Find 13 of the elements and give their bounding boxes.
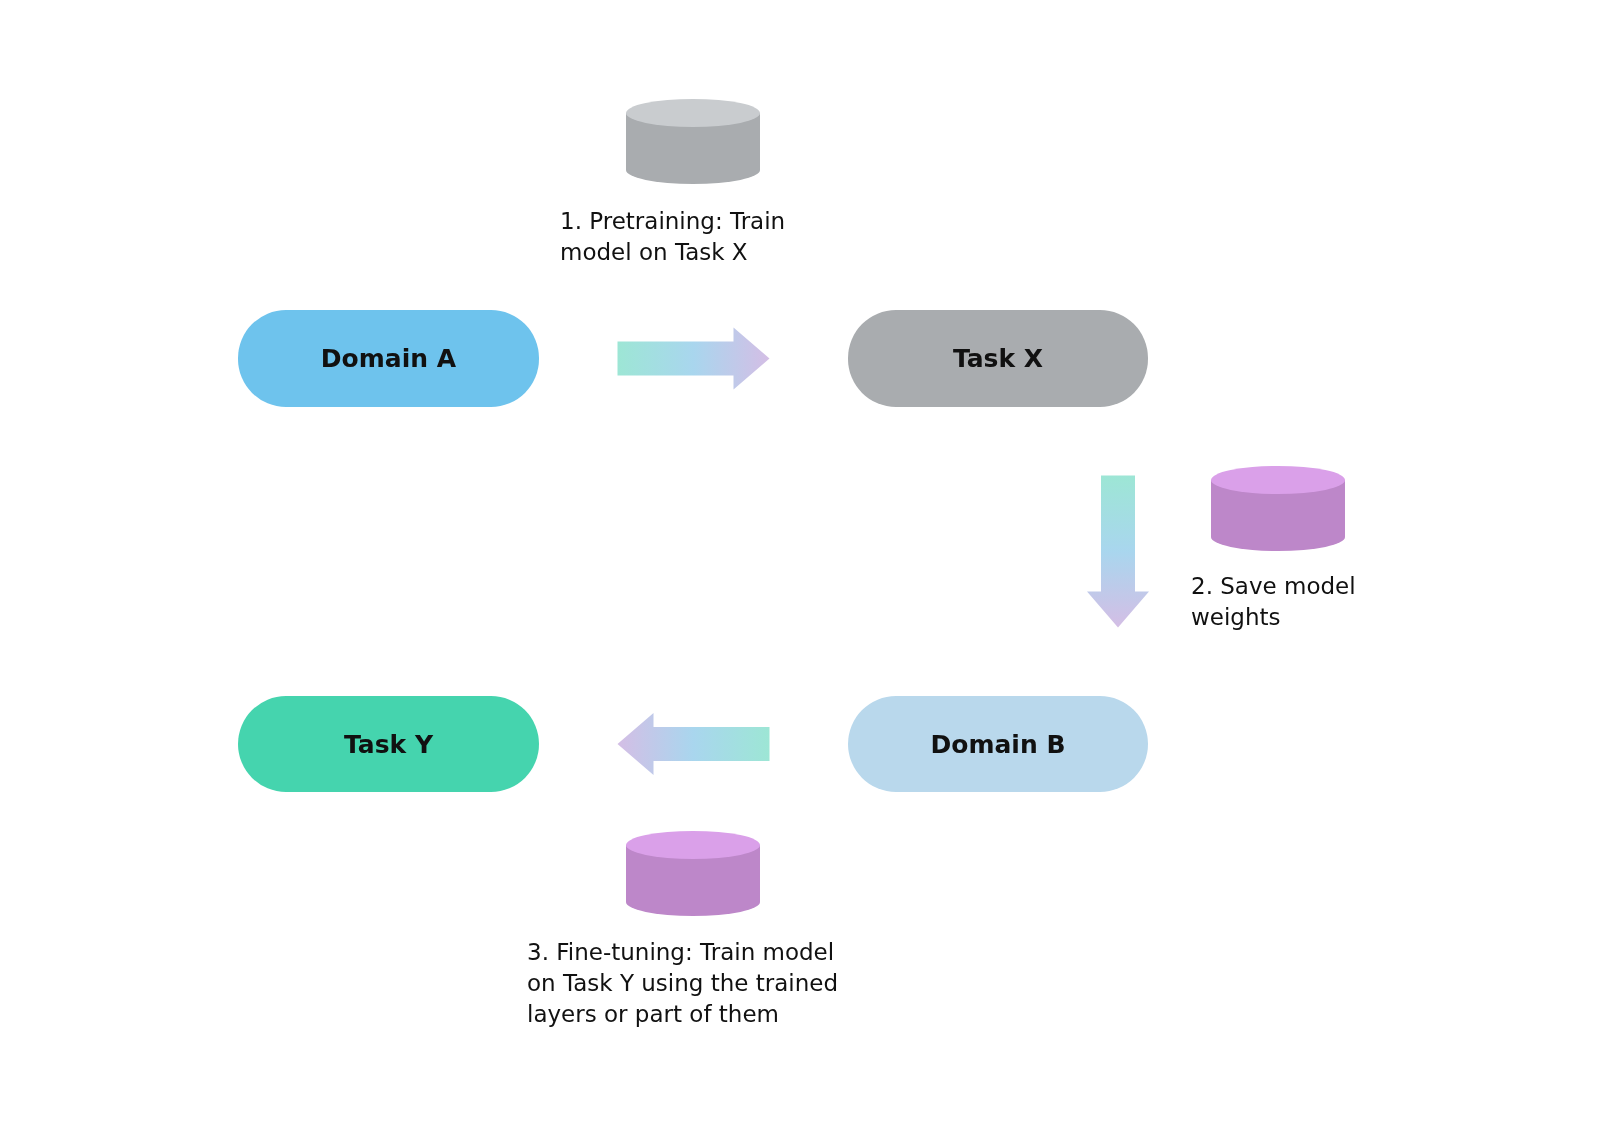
step-caption: 3. Fine-tuning: Train model on Task Y using the trained layers or part of them	[527, 938, 840, 1029]
node-label: Task X	[952, 344, 1044, 373]
database-icon	[1211, 466, 1345, 551]
node-label: Domain B	[930, 729, 1066, 759]
block-arrow	[617, 713, 770, 775]
block-arrow	[617, 327, 770, 390]
step-caption: 1. Pretraining: Train model on Task X	[560, 207, 787, 267]
database-icon	[626, 831, 760, 916]
step-caption: 2. Save model weights	[1191, 572, 1357, 632]
node-label: Task Y	[344, 729, 433, 759]
block-arrow	[1087, 475, 1149, 628]
node-label: Domain A	[320, 344, 457, 373]
database-icon	[626, 99, 760, 184]
